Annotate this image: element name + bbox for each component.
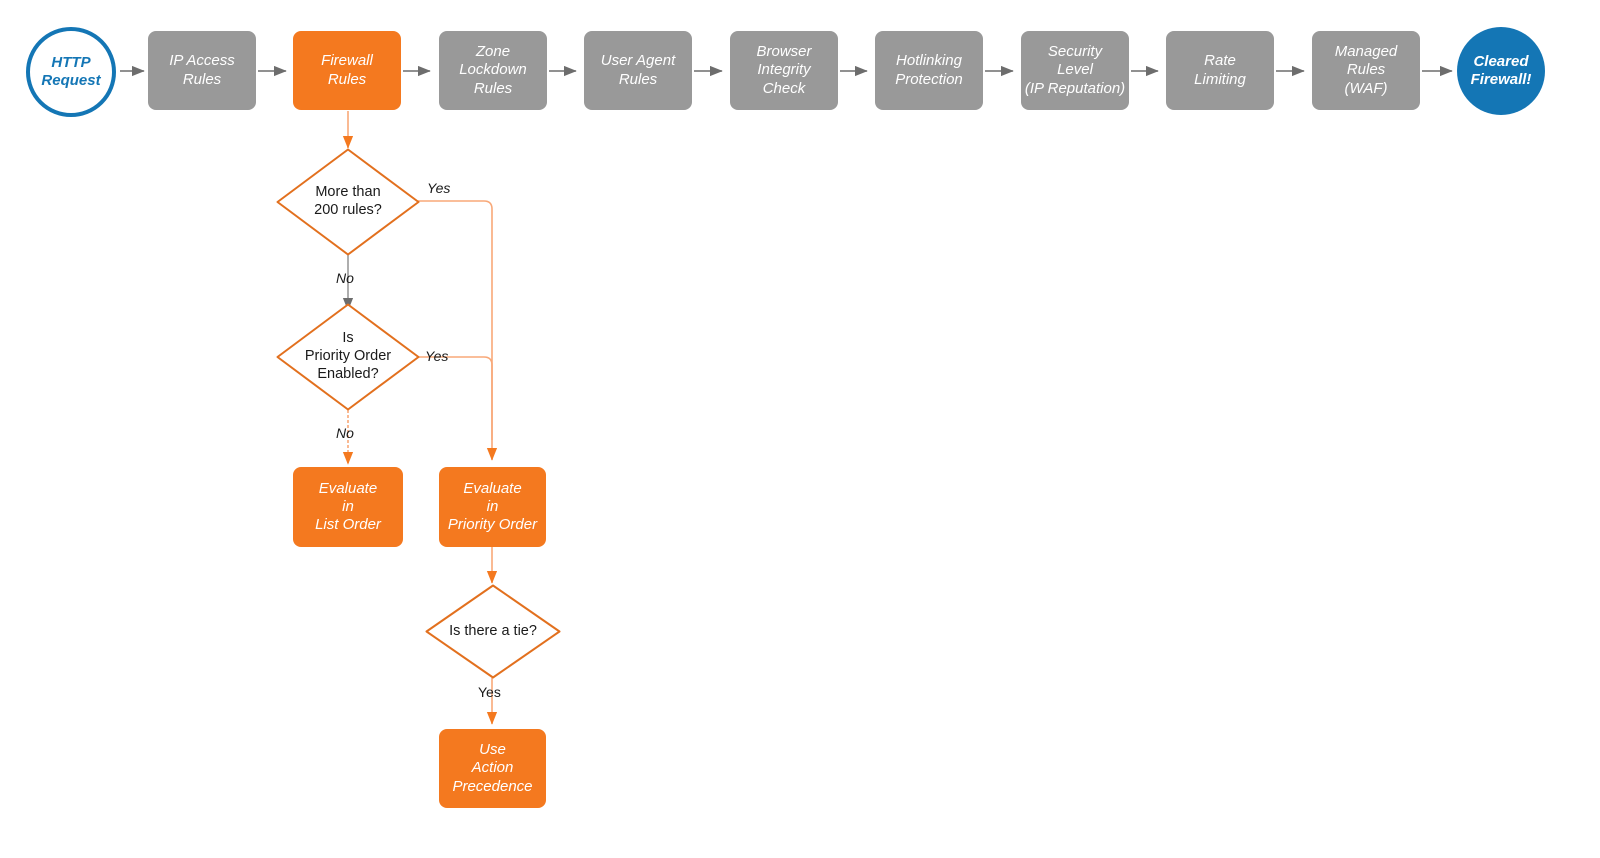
node-http-request[interactable]: HTTP Request — [26, 27, 116, 117]
decision-label: Is there a tie? — [449, 622, 537, 639]
node-evaluate-priority-order[interactable]: Evaluate in Priority Order — [439, 467, 546, 547]
edge-label-yes-more-than-200: Yes — [427, 180, 451, 196]
node-label: Cleared Firewall! — [1470, 52, 1532, 88]
node-browser-integrity-check[interactable]: Browser Integrity Check — [730, 31, 838, 110]
edge-priorityorder-yes — [418, 356, 493, 440]
node-label: Use Action Precedence — [452, 741, 533, 795]
decision-priority-order-enabled[interactable]: Is Priority Order Enabled? — [276, 303, 420, 411]
decision-label: Is Priority Order Enabled? — [304, 330, 392, 382]
decision-is-there-a-tie[interactable]: Is there a tie? — [425, 584, 561, 679]
node-label: Hotlinking Protection — [895, 52, 963, 88]
diamond-shape — [276, 303, 420, 411]
node-security-level[interactable]: Security Level (IP Reputation) — [1021, 31, 1129, 110]
decision-label: More than 200 rules? — [314, 184, 382, 218]
node-label: Evaluate in List Order — [315, 479, 381, 534]
node-label: Rate Limiting — [1194, 52, 1246, 88]
node-label: IP Access Rules — [169, 52, 235, 88]
diamond-shape — [276, 148, 420, 256]
node-cleared-firewall[interactable]: Cleared Firewall! — [1457, 27, 1545, 115]
node-label: Firewall Rules — [321, 52, 373, 88]
diamond-shape — [425, 584, 561, 679]
node-label: Security Level (IP Reputation) — [1024, 43, 1126, 97]
node-evaluate-list-order[interactable]: Evaluate in List Order — [293, 467, 403, 547]
edge-label-yes-priority-order: Yes — [425, 348, 449, 364]
node-managed-rules-waf[interactable]: Managed Rules (WAF) — [1312, 31, 1420, 110]
decision-more-than-200-rules[interactable]: More than 200 rules? — [276, 148, 420, 256]
node-ip-access-rules[interactable]: IP Access Rules — [148, 31, 256, 110]
node-label: Evaluate in Priority Order — [447, 479, 538, 534]
node-label: Browser Integrity Check — [756, 43, 812, 97]
node-label: Managed Rules (WAF) — [1334, 43, 1398, 97]
node-label: Zone Lockdown Rules — [459, 43, 527, 97]
node-hotlinking-protection[interactable]: Hotlinking Protection — [875, 31, 983, 110]
node-use-action-precedence[interactable]: Use Action Precedence — [439, 729, 546, 808]
node-zone-lockdown-rules[interactable]: Zone Lockdown Rules — [439, 31, 547, 110]
node-label: User Agent Rules — [600, 52, 676, 88]
edge-label-no-more-than-200: No — [336, 270, 354, 286]
edge-200rules-yes — [418, 200, 498, 461]
node-firewall-rules[interactable]: Firewall Rules — [293, 31, 401, 110]
edge-label-yes-tie: Yes — [478, 684, 501, 700]
node-label: HTTP Request — [41, 53, 101, 89]
edge-label-no-priority-order: No — [336, 425, 354, 441]
node-user-agent-rules[interactable]: User Agent Rules — [584, 31, 692, 110]
node-rate-limiting[interactable]: Rate Limiting — [1166, 31, 1274, 110]
